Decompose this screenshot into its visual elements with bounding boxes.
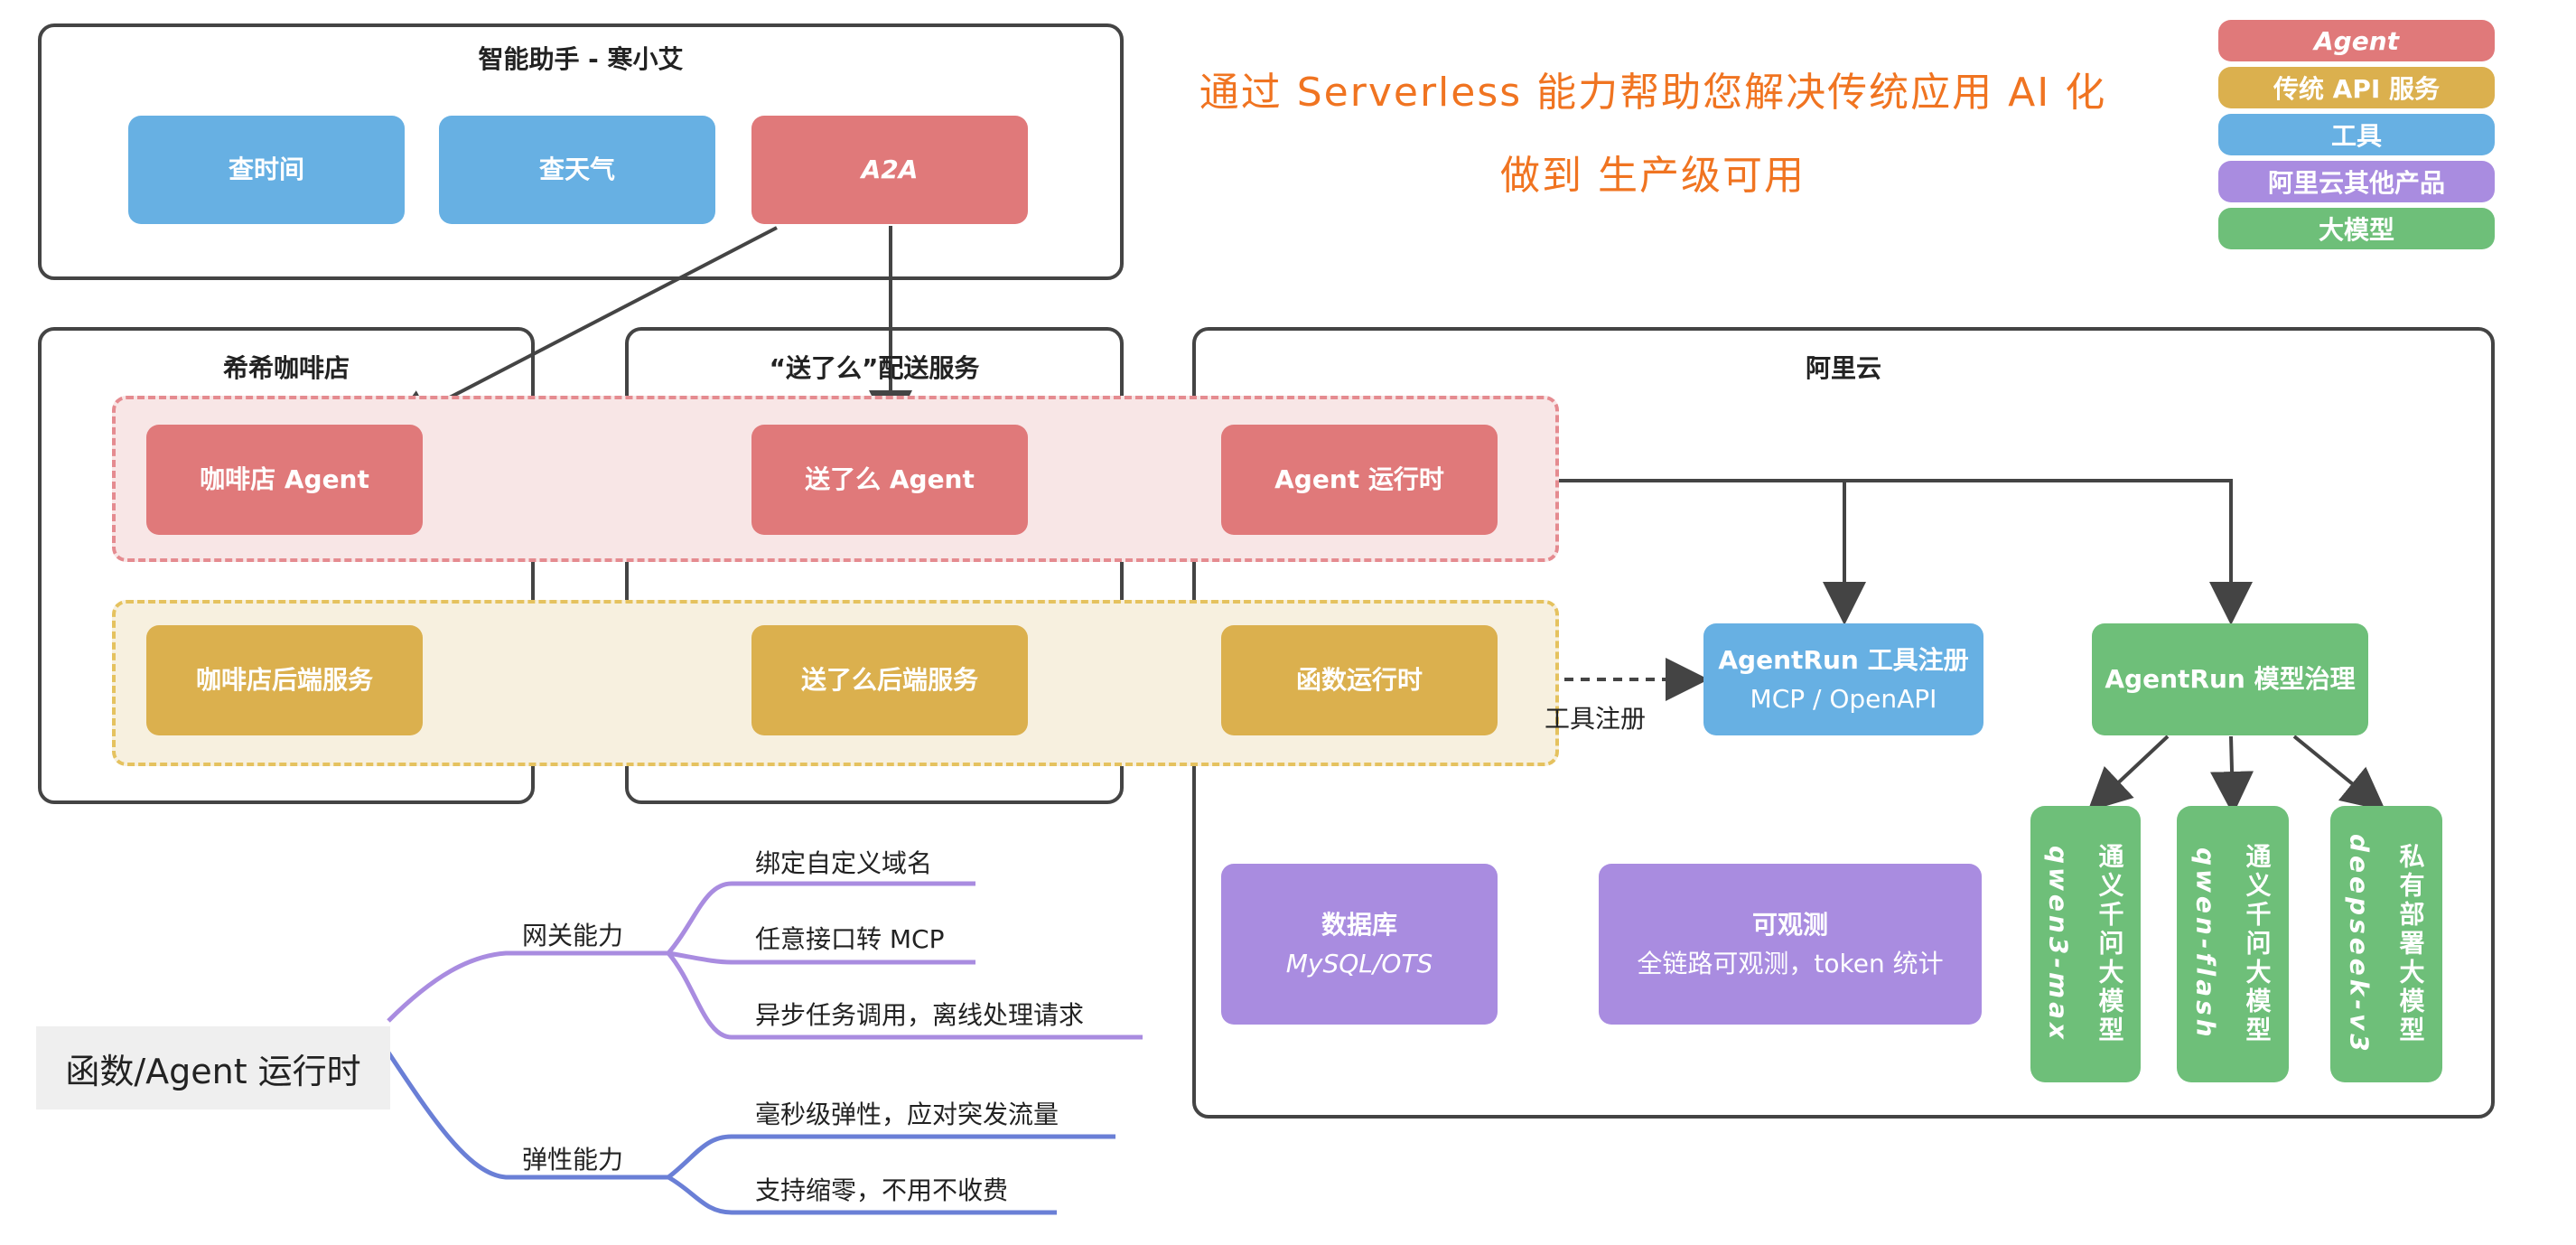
mindmap-leaf-api-to-mcp: 任意接口转 MCP (755, 924, 945, 954)
mindmap-leaf-1 (667, 881, 975, 955)
model-qwen-flash[interactable]: 通义千问大模型 qwen-flash (2177, 806, 2289, 1082)
mindmap-branch-gateway (387, 950, 668, 1023)
model-deepseek-v3[interactable]: 私有部署大模型 deepseek-v3 (2330, 806, 2442, 1082)
runtime-to-agentrun-connector (1558, 479, 2253, 625)
coffee-shop-frame: 希希咖啡店 (38, 327, 535, 804)
legend-aliyun-products: 阿里云其他产品 (2218, 161, 2495, 202)
agent-runtime-card[interactable]: Agent 运行时 (1221, 425, 1498, 535)
a2a-to-coffee-arrow (387, 226, 778, 430)
coffee-agent-card[interactable]: 咖啡店 Agent (146, 425, 423, 535)
tool-check-weather[interactable]: 查天气 (439, 116, 715, 224)
headline-line-1: 通过 Serverless 能力帮助您解决传统应用 AI 化 (1199, 70, 2107, 116)
legend-api-service: 传统 API 服务 (2218, 67, 2495, 108)
observability-title: 可观测 (1751, 909, 1828, 940)
mindmap-leaf-4 (667, 1134, 1115, 1179)
database-subtitle: MySQL/OTS (1285, 949, 1433, 978)
mindmap-branch-gateway-label: 网关能力 (522, 921, 624, 950)
tool-register-label: 工具注册 (1545, 704, 1647, 734)
mindmap-leaf-5 (667, 1175, 1057, 1215)
coffee-shop-title: 希希咖啡店 (222, 353, 350, 383)
mindmap-root: 函数/Agent 运行时 (36, 1026, 390, 1109)
assistant-title: 智能助手 - 寒小艾 (478, 44, 684, 74)
mindmap-leaf-ms-elastic: 毫秒级弹性，应对突发流量 (755, 1100, 1059, 1129)
governance-to-qwen3-arrow (2087, 735, 2170, 812)
mindmap-leaf-async-task: 异步任务调用，离线处理请求 (755, 1000, 1085, 1030)
mindmap-branch-elastic (386, 1051, 668, 1180)
coffee-backend-card[interactable]: 咖啡店后端服务 (146, 625, 423, 735)
mindmap-leaf-2 (667, 950, 975, 965)
aliyun-title: 阿里云 (1805, 353, 1881, 383)
agentrun-tools-title: AgentRun 工具注册 (1718, 644, 1969, 675)
delivery-backend-card[interactable]: 送了么后端服务 (751, 625, 1028, 735)
mindmap-leaf-3 (667, 951, 1143, 1040)
model-qwen-flash-name: qwen-flash (2190, 847, 2221, 1041)
model-qwen3-max-desc: 通义千问大模型 (2095, 843, 2125, 1045)
model-qwen3-max[interactable]: 通义千问大模型 qwen3-max (2030, 806, 2141, 1082)
database-card[interactable]: 数据库 MySQL/OTS (1221, 864, 1498, 1025)
mindmap-branch-elastic-label: 弹性能力 (522, 1145, 624, 1175)
delivery-title: “送了么”配送服务 (769, 353, 980, 383)
agentrun-models-card[interactable]: AgentRun 模型治理 (2092, 623, 2368, 735)
a2a-card[interactable]: A2A (751, 116, 1028, 224)
model-deepseek-v3-desc: 私有部署大模型 (2395, 843, 2426, 1045)
observability-card[interactable]: 可观测 全链路可观测，token 统计 (1599, 864, 1982, 1025)
headline-line-2: 做到 生产级可用 (1500, 153, 1806, 199)
legend-agent: Agent (2218, 20, 2495, 61)
observability-subtitle: 全链路可观测，token 统计 (1637, 949, 1944, 978)
legend-llm: 大模型 (2218, 208, 2495, 249)
database-title: 数据库 (1321, 909, 1397, 940)
model-qwen3-max-name: qwen3-max (2043, 845, 2074, 1044)
governance-to-qwenflash-arrow (2210, 735, 2254, 815)
delivery-frame: “送了么”配送服务 (625, 327, 1124, 804)
function-runtime-card[interactable]: 函数运行时 (1221, 625, 1498, 735)
model-qwen-flash-desc: 通义千问大模型 (2242, 843, 2273, 1045)
assistant-frame: 智能助手 - 寒小艾 (38, 23, 1124, 280)
tool-check-time[interactable]: 查时间 (128, 116, 405, 224)
agentrun-tools-subtitle: MCP / OpenAPI (1750, 684, 1937, 714)
agentrun-tools-card[interactable]: AgentRun 工具注册 MCP / OpenAPI (1703, 623, 1983, 735)
mindmap-leaf-scale-to-zero: 支持缩零，不用不收费 (755, 1175, 1009, 1205)
delivery-agent-card[interactable]: 送了么 Agent (751, 425, 1028, 535)
model-deepseek-v3-name: deepseek-v3 (2344, 833, 2375, 1055)
legend-tool: 工具 (2218, 114, 2495, 155)
governance-to-deepseek-arrow (2292, 735, 2386, 811)
mindmap-leaf-custom-domain: 绑定自定义域名 (755, 848, 933, 878)
